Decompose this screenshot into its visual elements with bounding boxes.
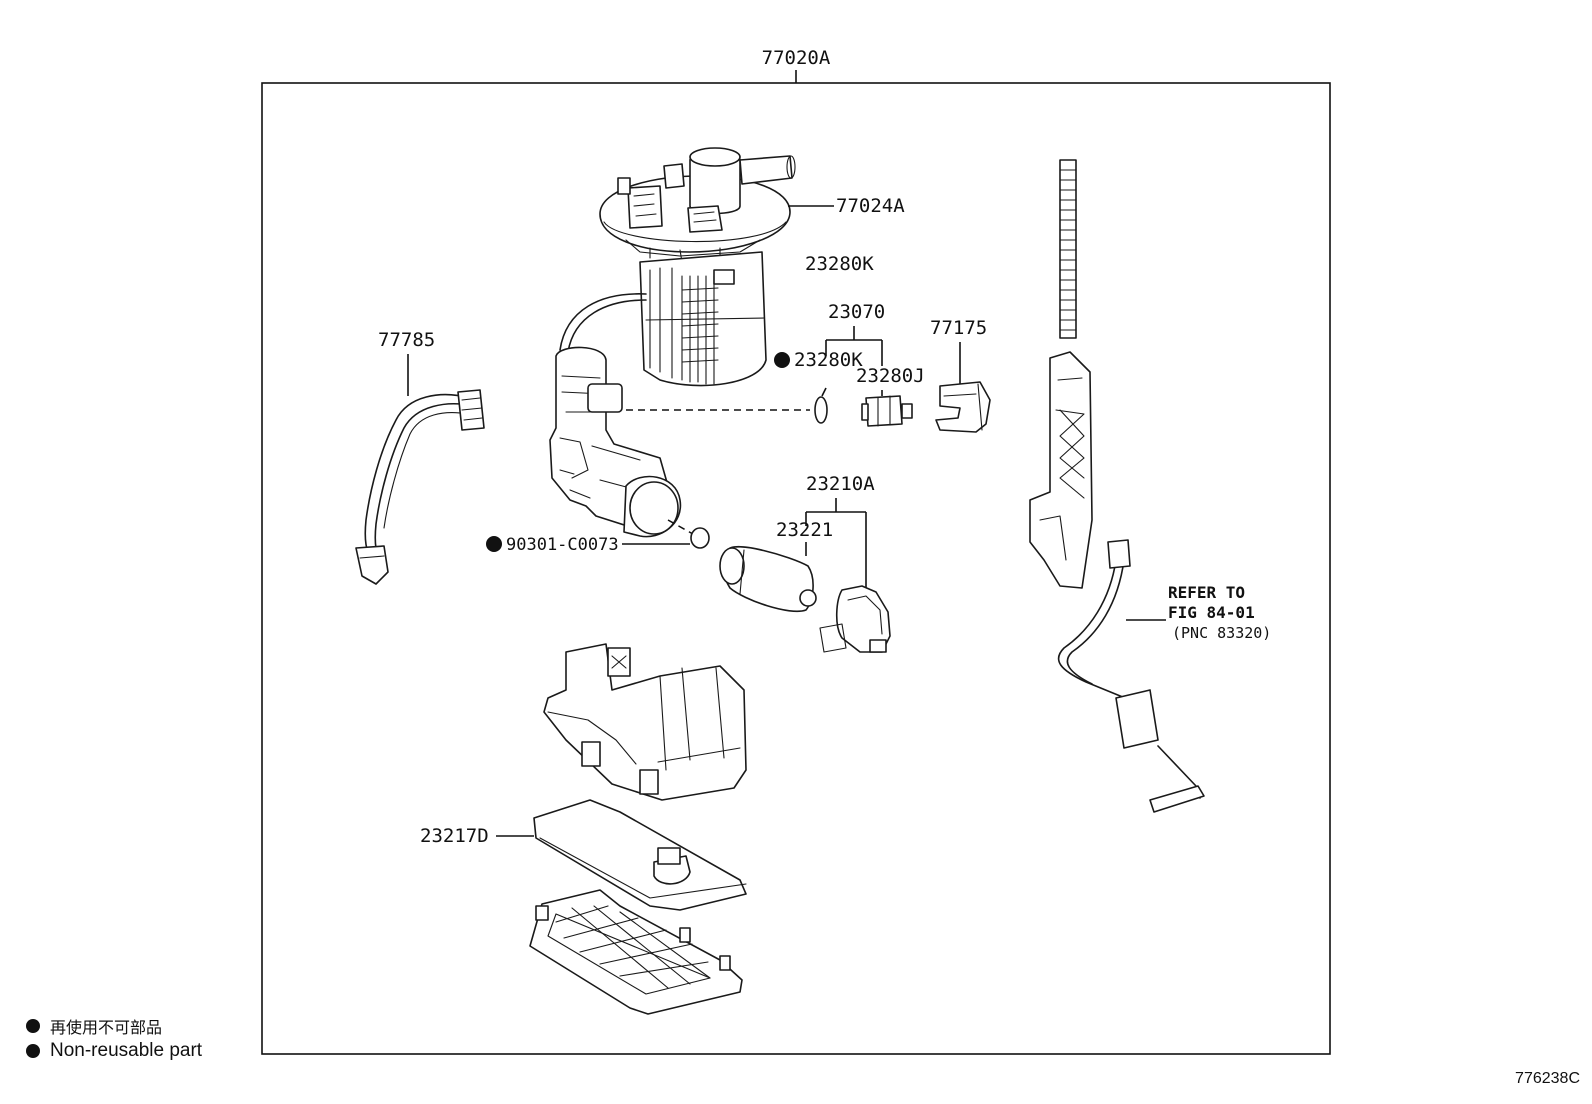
fuel-sender-gauge	[1029, 159, 1205, 813]
o-ring	[690, 527, 710, 549]
label-23221: 23221	[776, 519, 833, 541]
refer-line-2: FIG 84-01	[1168, 603, 1255, 622]
label-77020A: 77020A	[762, 47, 831, 69]
pump-canister	[559, 251, 767, 387]
label-77785: 77785	[378, 329, 435, 351]
wire-harness-77785	[355, 389, 485, 585]
legend-japanese: 再使用不可部品	[26, 1014, 162, 1038]
label-23217D: 23217D	[420, 825, 489, 847]
label-23280K-top: 23280K	[805, 253, 874, 275]
lower-case	[543, 643, 747, 801]
label-90301-C0073: 90301-C0073	[506, 535, 619, 555]
legend-bullet-icon	[26, 1019, 40, 1033]
figure-code: 776238C	[1515, 1070, 1580, 1087]
pump-motor	[549, 346, 682, 538]
non-reusable-marker-90301	[486, 536, 502, 552]
legend-english: Non-reusable part	[26, 1040, 202, 1062]
refer-line-3: (PNC 83320)	[1172, 624, 1271, 642]
strainer-tray	[529, 889, 743, 1015]
legend-bullet-icon	[26, 1044, 40, 1058]
label-23280J: 23280J	[856, 365, 925, 387]
legend-english-text: Non-reusable part	[50, 1040, 203, 1061]
bracket-23070	[825, 326, 883, 366]
non-reusable-marker-23280K	[774, 352, 790, 368]
filter-23217D	[533, 799, 747, 911]
pump-holder	[819, 585, 891, 653]
label-23210A: 23210A	[806, 473, 875, 495]
bracket-23210A	[805, 498, 867, 590]
fuel-pump-23221	[719, 546, 817, 612]
refer-line-1: REFER TO	[1168, 583, 1245, 602]
label-23070: 23070	[828, 301, 885, 323]
seal-ring	[814, 396, 828, 424]
legend-japanese-text: 再使用不可部品	[50, 1018, 163, 1037]
clip-77175	[935, 381, 991, 433]
label-23280K-ring: 23280K	[794, 349, 863, 371]
label-77175: 77175	[930, 317, 987, 339]
pump-module-top	[599, 147, 796, 263]
plug-23280J	[861, 395, 913, 427]
label-77024A: 77024A	[836, 195, 905, 217]
leader-seal	[821, 387, 827, 397]
